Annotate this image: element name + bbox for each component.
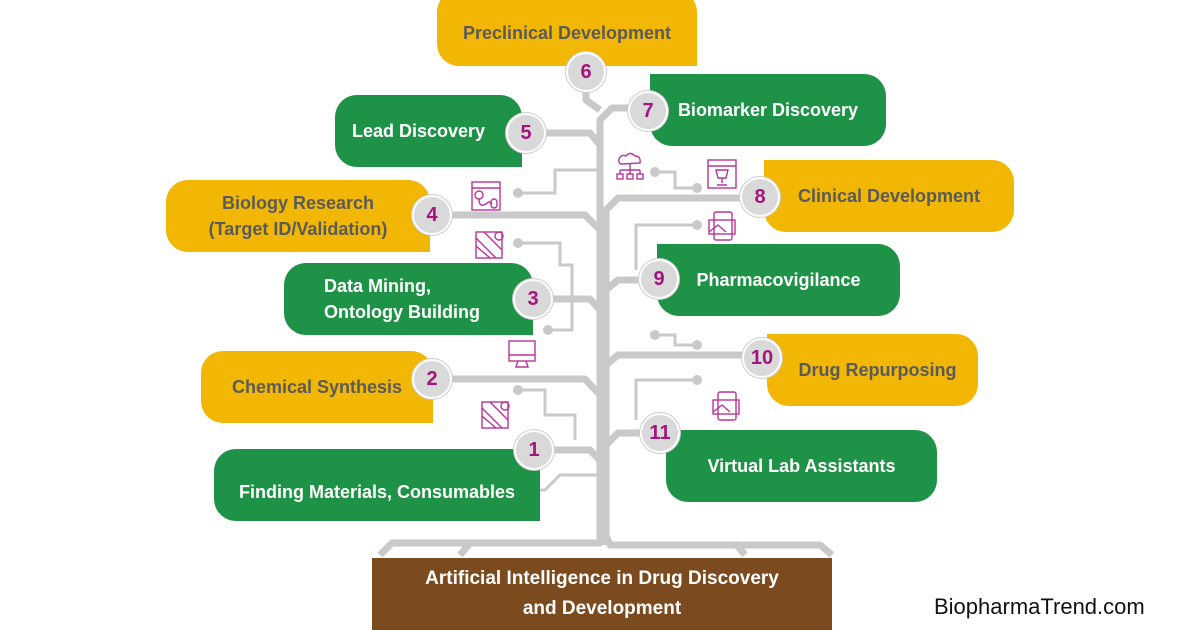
- monitor-icon: [508, 340, 536, 368]
- stage-number: 2: [412, 359, 452, 399]
- stage-1-box: Finding Materials, Consumables: [214, 449, 540, 521]
- stage-number: 1: [514, 430, 554, 470]
- stage-11-box: Virtual Lab Assistants: [666, 430, 937, 502]
- stage-label: Pharmacovigilance: [696, 270, 861, 290]
- stage-label: Lead Discovery: [351, 121, 486, 141]
- stage-6-box: Preclinical Development: [437, 0, 697, 66]
- title-line: Artificial Intelligence in Drug Discover…: [425, 568, 779, 589]
- stage-label: Biology Research: [221, 193, 375, 213]
- title-box: Artificial Intelligence in Drug Discover…: [372, 558, 832, 630]
- brand-logo-text: BiopharmaTrend.com: [934, 594, 1145, 619]
- trophy-screen-icon: [707, 159, 737, 189]
- stage-number: 7: [628, 91, 668, 131]
- stage-2-box: Chemical Synthesis: [201, 351, 433, 423]
- stage-label: Clinical Development: [797, 186, 981, 206]
- stage-number: 11: [640, 413, 680, 453]
- image-device-icon: [708, 211, 736, 241]
- stage-9-box: Pharmacovigilance: [657, 244, 900, 316]
- stage-number: 3: [513, 279, 553, 319]
- stage-3-box: Data Mining, Ontology Building: [284, 263, 533, 335]
- stage-label: Ontology Building: [324, 302, 480, 322]
- stage-8-box: Clinical Development: [764, 160, 1014, 232]
- image-device-icon: [712, 391, 740, 421]
- stage-number: 4: [412, 195, 452, 235]
- cloud-network-icon: [616, 152, 644, 180]
- stage-label: (Target ID/Validation): [208, 219, 388, 239]
- stage-4-box: Biology Research (Target ID/Validation): [166, 180, 430, 252]
- stage-7-box: Biomarker Discovery: [650, 74, 886, 146]
- stage-number: 6: [566, 52, 606, 92]
- stage-10-box: Drug Repurposing: [767, 334, 978, 406]
- stage-5-box: Lead Discovery: [335, 95, 522, 167]
- stage-number: 9: [639, 259, 679, 299]
- stage-label: Biomarker Discovery: [677, 100, 859, 120]
- stage-label: Virtual Lab Assistants: [707, 456, 896, 476]
- stage-label: Chemical Synthesis: [231, 377, 403, 397]
- map-pin-icon: [475, 231, 504, 259]
- stage-label: Drug Repurposing: [798, 360, 957, 380]
- stage-label: Finding Materials, Consumables: [238, 482, 516, 502]
- title-line: and Development: [522, 598, 682, 619]
- stage-label: Preclinical Development: [462, 23, 672, 43]
- stage-number: 5: [506, 113, 546, 153]
- stage-number: 8: [740, 177, 780, 217]
- stage-number: 10: [742, 338, 782, 378]
- stage-label: Data Mining,: [324, 276, 431, 296]
- payment-click-icon: [471, 181, 501, 211]
- map-pin-icon: [481, 401, 510, 429]
